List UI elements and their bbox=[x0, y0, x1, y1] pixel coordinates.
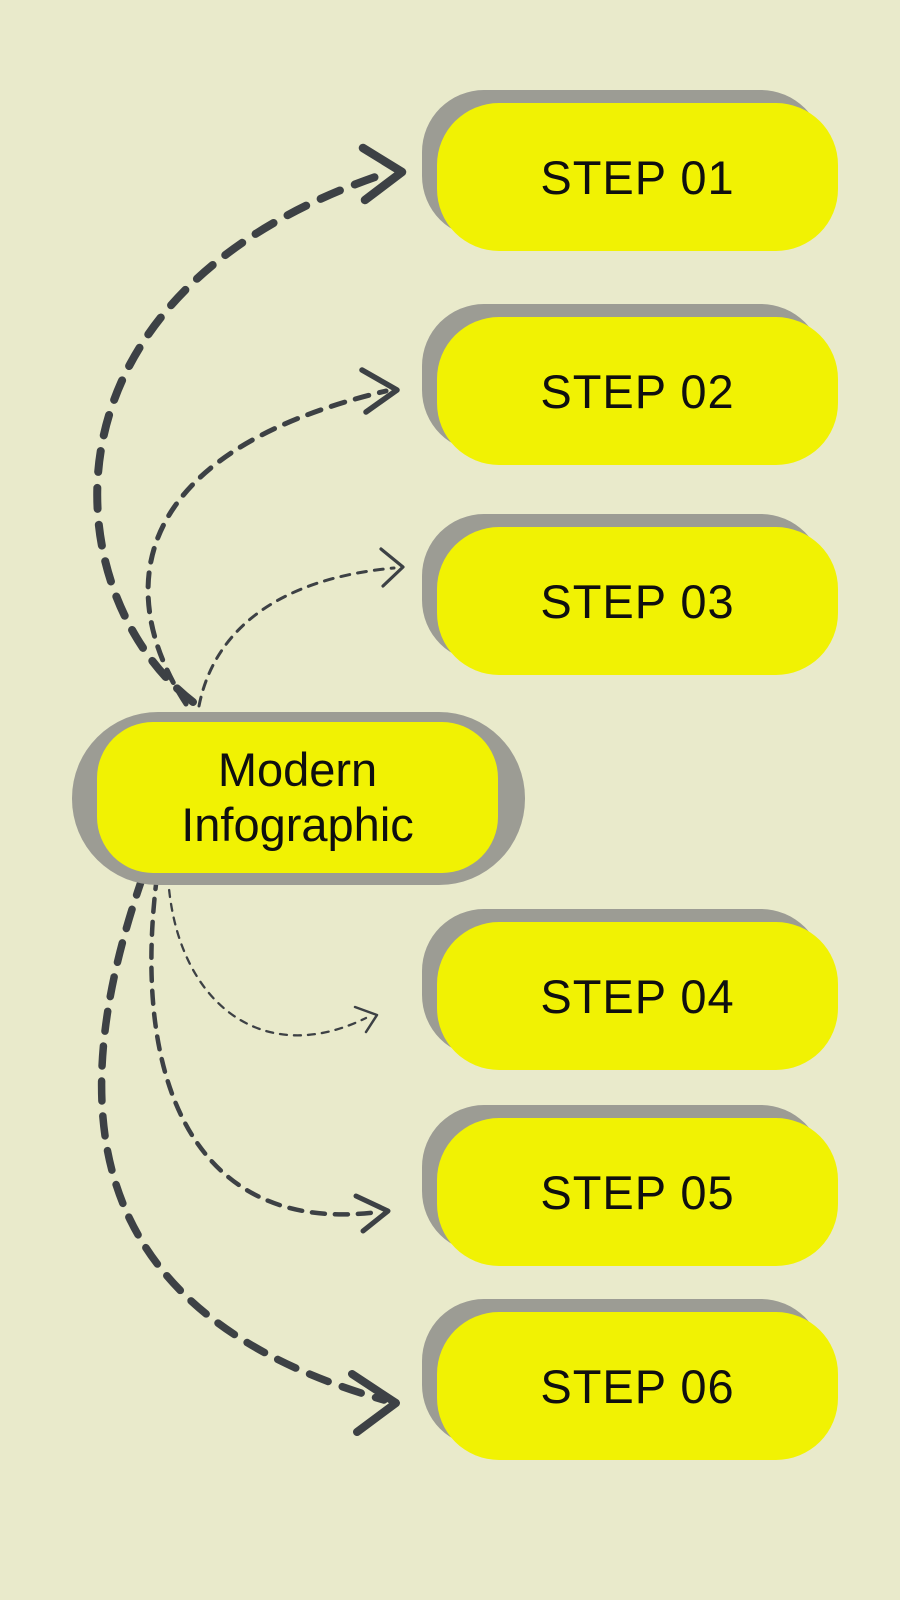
arrow-curve bbox=[166, 874, 368, 1037]
center-node-title-line2: Infographic bbox=[181, 797, 414, 851]
step-label: STEP 03 bbox=[540, 574, 735, 628]
arrowhead-icon bbox=[353, 1005, 379, 1034]
arrow-curve bbox=[197, 566, 396, 708]
step-pill-2: STEP 02 bbox=[422, 304, 838, 465]
arrow-to-step-3 bbox=[197, 547, 405, 708]
pill-face: STEP 04 bbox=[437, 922, 838, 1070]
step-pill-4: STEP 04 bbox=[422, 909, 838, 1070]
arrowhead-icon bbox=[348, 1370, 400, 1436]
step-label: STEP 06 bbox=[540, 1359, 735, 1413]
step-pill-5: STEP 05 bbox=[422, 1105, 838, 1266]
arrow-to-step-5 bbox=[149, 873, 391, 1234]
arrow-to-step-6 bbox=[97, 872, 400, 1436]
arrow-curve bbox=[93, 172, 382, 706]
arrowhead-icon bbox=[379, 547, 405, 588]
step-label: STEP 01 bbox=[540, 150, 735, 204]
arrow-curve bbox=[145, 388, 389, 707]
arrowhead-icon bbox=[353, 1193, 391, 1234]
pill-face: STEP 03 bbox=[437, 527, 838, 675]
step-pill-3: STEP 03 bbox=[422, 514, 838, 675]
arrow-to-step-2 bbox=[145, 367, 400, 707]
pill-face: STEP 05 bbox=[437, 1118, 838, 1266]
arrow-to-step-1 bbox=[93, 143, 407, 706]
arrowhead-icon bbox=[359, 367, 400, 415]
step-label: STEP 02 bbox=[540, 364, 735, 418]
center-node: Modern Infographic bbox=[97, 722, 498, 873]
pill-face: STEP 06 bbox=[437, 1312, 838, 1460]
arrow-curve bbox=[149, 873, 381, 1217]
pill-face: STEP 01 bbox=[437, 103, 838, 251]
center-node-title-line1: Modern bbox=[217, 742, 378, 796]
arrow-to-step-4 bbox=[166, 874, 379, 1037]
arrow-curve bbox=[97, 872, 388, 1404]
step-pill-1: STEP 01 bbox=[422, 90, 838, 251]
arrowhead-icon bbox=[358, 143, 407, 205]
pill-face: STEP 02 bbox=[437, 317, 838, 465]
step-label: STEP 04 bbox=[540, 969, 735, 1023]
step-label: STEP 05 bbox=[540, 1165, 735, 1219]
step-pill-6: STEP 06 bbox=[422, 1299, 838, 1460]
